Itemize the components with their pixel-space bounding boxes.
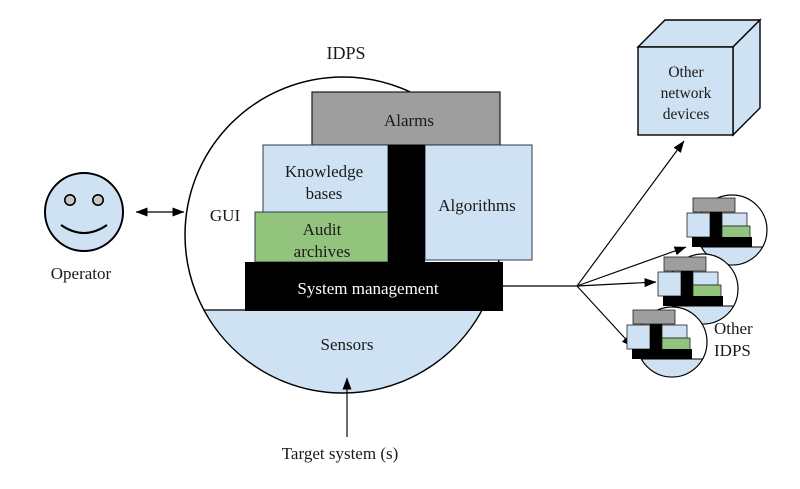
mini-alarms-box [663, 256, 707, 272]
alarms-box [311, 91, 501, 146]
mini-bus-bar [710, 212, 722, 240]
knowledge-bases-label-line2: bases [306, 184, 343, 203]
central-bus-bar [388, 145, 425, 265]
mini-knowledge-box [626, 324, 651, 350]
audit-archives-label-line1: Audit [303, 220, 342, 239]
arrow-to-other-idps-2 [576, 278, 657, 288]
mini-alarms-box [632, 309, 676, 325]
other-network-devices-cube: Other network devices [636, 18, 762, 137]
cube-label-line2: network [661, 85, 712, 102]
mini-knowledge-box [686, 212, 711, 238]
operator-left-eye-icon [64, 194, 77, 207]
sensors-segment [202, 309, 484, 394]
mini-bus-bar [650, 324, 662, 352]
other-idps-label-line2: IDPS [714, 341, 751, 360]
mini-audit-box [692, 284, 722, 298]
target-system-label: Target system (s) [282, 444, 399, 463]
mini-system-management-bar [692, 237, 752, 247]
arrow-to-other-idps-3 [576, 285, 634, 348]
alarms-label: Alarms [384, 111, 434, 130]
mini-system-management-bar [663, 296, 723, 306]
system-management-label: System management [297, 279, 438, 298]
sensors-label: Sensors [321, 335, 374, 354]
mini-bus-bar [681, 271, 693, 299]
operator-right-eye-icon [92, 194, 105, 207]
mini-knowledge-box [657, 271, 682, 297]
mini-algorithms-box [721, 212, 748, 227]
operator-smile-icon [60, 224, 108, 234]
audit-archives-box [254, 211, 389, 263]
mini-alarms-box [692, 197, 736, 213]
mini-algorithms-box [661, 324, 688, 339]
mini-audit-box [721, 225, 751, 239]
mini-algorithms-box [692, 271, 719, 286]
arrow-to-network-devices [576, 140, 685, 287]
mini-sensors-segment [640, 358, 704, 378]
mini-idps-node-3 [626, 306, 708, 378]
mini-audit-box [661, 337, 691, 351]
knowledge-bases-label-line1: Knowledge [285, 162, 363, 181]
gui-label: GUI [210, 206, 241, 225]
system-management-bar [245, 262, 503, 311]
other-idps-label-line1: Other [714, 319, 753, 338]
cube-label-line1: Other [668, 64, 704, 81]
operator-face-icon [44, 172, 124, 252]
cube-label-line3: devices [663, 106, 709, 123]
idps-title-label: IDPS [326, 43, 365, 63]
cube-front-face [637, 46, 734, 136]
algorithms-label: Algorithms [438, 196, 515, 215]
operator-label: Operator [51, 264, 112, 283]
audit-archives-label-line2: archives [294, 242, 351, 261]
mini-system-management-bar [632, 349, 692, 359]
arrow-to-other-idps-1 [576, 246, 687, 287]
